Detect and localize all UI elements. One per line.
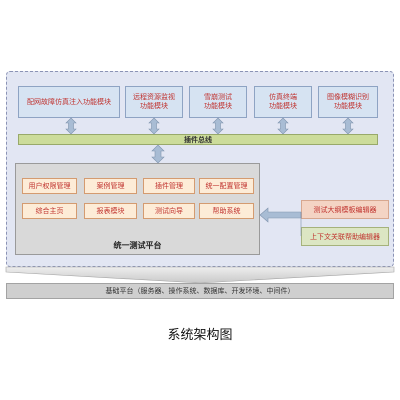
caption-text: 系统架构图 [167,327,233,343]
platform-item-label: 用户权限管理 [28,182,71,190]
platform-title-text: 统一测试平台 [113,240,162,250]
module-label: 仿真终端 [269,93,297,101]
editor-label: 测试大纲模板编辑器 [313,205,377,214]
platform-item-label: 报表模块 [96,207,125,215]
platform-item-label: 案例管理 [96,182,125,190]
platform-item-label: 综合主页 [35,207,64,215]
platform-item-label: 统一配置管理 [205,182,248,190]
module-image-recognition: 图像模糊识别 功能模块 [318,86,378,118]
module-label: 功能模块 [140,102,168,110]
plugin-bus: 插件总线 [18,134,378,145]
module-remote-monitor: 远程资源监视 功能模块 [125,86,183,118]
base-platform-label: 基础平台（服务器、操作系统、数据库、开发环境、中间件） [105,287,295,295]
module-fault-injection: 配网故障仿真注入功能模块 [18,86,120,118]
platform-item-case-management: 案例管理 [84,178,137,194]
module-sim-terminal: 仿真终端 功能模块 [254,86,312,118]
platform-item-user-permissions: 用户权限管理 [22,178,77,194]
editor-label: 上下文关联帮助编辑器 [310,232,380,241]
platform-item-help-system: 帮助系统 [199,203,254,219]
platform-item-home: 综合主页 [22,203,77,219]
module-label: 远程资源监视 [133,93,175,101]
base-platform: 基础平台（服务器、操作系统、数据库、开发环境、中间件） [6,283,394,299]
double-arrow-module-1 [65,117,77,135]
module-label: 图像模糊识别 [327,93,369,101]
module-label: 功能模块 [204,102,232,110]
editor-test-outline-template: 测试大纲模板编辑器 [301,200,389,219]
arrow-editors-to-platform [259,207,302,223]
double-arrow-module-3 [212,117,224,135]
double-arrow-bus-platform [151,144,165,164]
platform-item-unified-config: 统一配置管理 [199,178,254,194]
platform-item-test-wizard: 测试向导 [143,203,195,219]
platform-item-label: 帮助系统 [212,207,241,215]
module-label: 功能模块 [334,102,362,110]
double-arrow-module-2 [148,117,160,135]
arrow-system-to-base [5,266,395,284]
platform-item-label: 插件管理 [155,182,183,190]
module-label: 配网故障仿真注入功能模块 [27,97,111,106]
module-label: 雪崩测试 [204,93,232,101]
module-label: 功能模块 [269,102,297,110]
plugin-bus-label: 插件总线 [184,135,212,144]
platform-item-label: 测试向导 [155,207,183,215]
double-arrow-module-5 [342,117,354,135]
diagram-caption: 系统架构图 [0,323,400,343]
editor-context-help: 上下文关联帮助编辑器 [301,227,389,246]
platform-title: 统一测试平台 [15,238,260,252]
platform-item-plugin-management: 插件管理 [143,178,195,194]
module-avalanche-test: 雪崩测试 功能模块 [189,86,247,118]
double-arrow-module-4 [277,117,289,135]
platform-item-reports: 报表模块 [84,203,137,219]
